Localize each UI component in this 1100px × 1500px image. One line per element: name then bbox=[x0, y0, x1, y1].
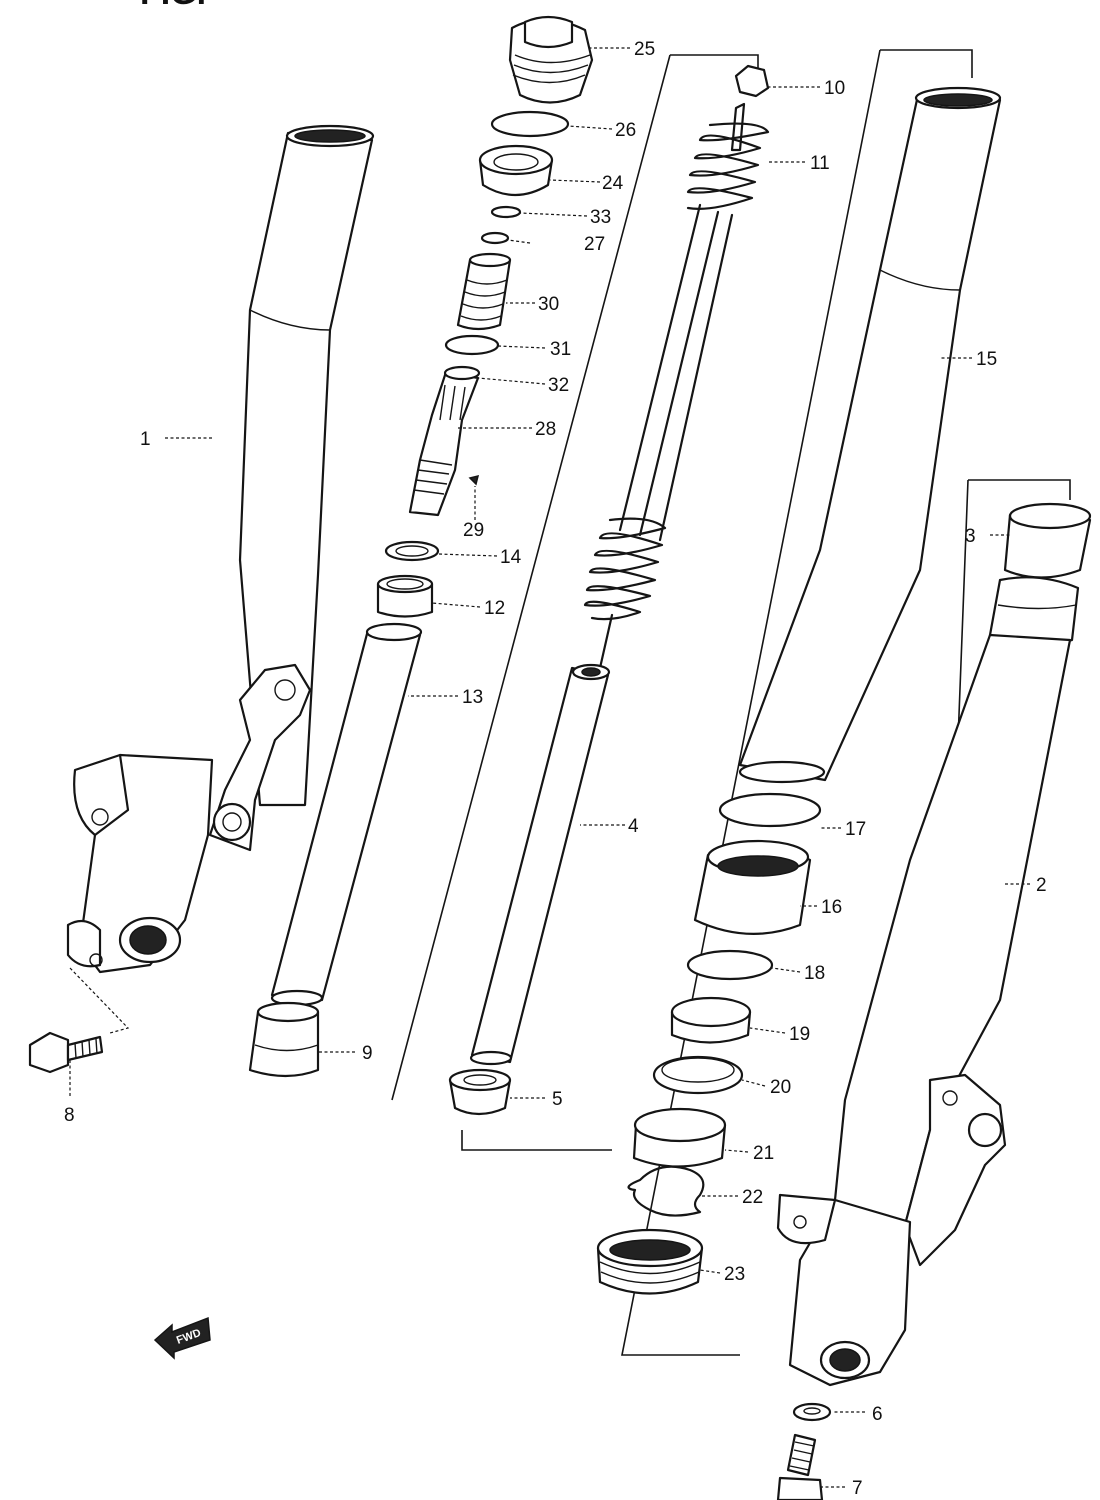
callout-13: 13 bbox=[462, 687, 483, 708]
callout-24: 24 bbox=[602, 173, 624, 194]
figure-header-text: FIG. bbox=[140, 0, 206, 12]
group-bracket-right bbox=[621, 49, 973, 1356]
callout-32: 32 bbox=[548, 375, 569, 396]
part-33-small-ring bbox=[490, 205, 522, 219]
part-2-right-outer-tube bbox=[776, 576, 1080, 1387]
callout-33: 33 bbox=[590, 207, 611, 228]
callout-6: 6 bbox=[872, 1404, 883, 1425]
part-11-fork-spring bbox=[583, 102, 770, 621]
part-1-left-outer-tube bbox=[66, 124, 375, 974]
part-13-fork-inner-tube-left bbox=[270, 622, 423, 1007]
callout-3: 3 bbox=[965, 526, 976, 547]
part-4-damper-tube bbox=[469, 613, 614, 1066]
callout-8: 8 bbox=[64, 1105, 75, 1126]
part-7-bolt bbox=[776, 1433, 824, 1500]
part-15-fork-inner-tube-right bbox=[738, 86, 1002, 784]
part-31-oring bbox=[444, 334, 500, 356]
callout-5: 5 bbox=[552, 1089, 563, 1110]
callout-23: 23 bbox=[724, 1264, 745, 1285]
part-12-bushing bbox=[376, 574, 434, 618]
part-23-dust-seal bbox=[596, 1228, 704, 1295]
callout-12: 12 bbox=[484, 598, 505, 619]
part-19-guide-bush bbox=[670, 996, 752, 1044]
callout-22: 22 bbox=[742, 1187, 763, 1208]
part-22-circlip bbox=[627, 1165, 705, 1217]
callout-26: 26 bbox=[615, 120, 636, 141]
callout-11: 11 bbox=[810, 153, 830, 174]
callout-9: 9 bbox=[362, 1043, 373, 1064]
part-18-snap-ring bbox=[686, 949, 774, 981]
part-27-small-ring bbox=[480, 231, 510, 245]
callout-7: 7 bbox=[852, 1478, 863, 1499]
callout-15: 15 bbox=[976, 349, 997, 370]
part-16-oil-lock-piece bbox=[693, 839, 812, 935]
callout-19: 19 bbox=[789, 1024, 810, 1045]
callout-25: 25 bbox=[634, 39, 655, 60]
callout-29: 29 bbox=[463, 520, 484, 541]
part-28-damper-rod bbox=[408, 365, 481, 517]
part-5-washer bbox=[448, 1068, 512, 1116]
callout-4: 4 bbox=[628, 816, 639, 837]
figure-header: FIG. bbox=[140, 0, 206, 12]
part-9-bushing bbox=[248, 1001, 320, 1078]
callout-28: 28 bbox=[535, 419, 556, 440]
callout-16: 16 bbox=[821, 897, 842, 918]
part-20-washer bbox=[652, 1055, 744, 1095]
callout-30: 30 bbox=[538, 294, 559, 315]
callout-1: 1 bbox=[140, 429, 151, 450]
leader-lines bbox=[69, 47, 1030, 1488]
part-24-spacer-cap bbox=[478, 144, 554, 196]
callout-21: 21 bbox=[753, 1143, 774, 1164]
callout-14: 14 bbox=[500, 547, 522, 568]
part-30-rebound-spring-piece bbox=[456, 252, 512, 331]
part-25-fork-cap-bolt bbox=[508, 15, 594, 104]
part-14-washer bbox=[384, 540, 440, 562]
part-29-small-ball bbox=[468, 474, 480, 486]
callout-10: 10 bbox=[824, 78, 845, 99]
fwd-arrow-icon: FWD bbox=[153, 1316, 211, 1360]
part-21-oil-seal bbox=[632, 1107, 727, 1168]
callout-31: 31 bbox=[550, 339, 571, 360]
part-6-washer bbox=[792, 1402, 832, 1422]
part-10-nut bbox=[734, 64, 770, 98]
callout-labels: 1 2 3 4 5 6 7 8 9 10 11 12 13 14 15 16 1… bbox=[64, 39, 1047, 1499]
group-bracket-middle bbox=[391, 54, 759, 1151]
part-3-dust-boot bbox=[1003, 502, 1092, 579]
part-17-oring bbox=[718, 792, 822, 828]
part-8-bolt bbox=[28, 1031, 104, 1074]
callout-17: 17 bbox=[845, 819, 866, 840]
callout-27: 27 bbox=[584, 234, 605, 255]
callout-18: 18 bbox=[804, 963, 825, 984]
callout-2: 2 bbox=[1036, 875, 1047, 896]
part-26-oring bbox=[490, 110, 570, 138]
callout-20: 20 bbox=[770, 1077, 791, 1098]
